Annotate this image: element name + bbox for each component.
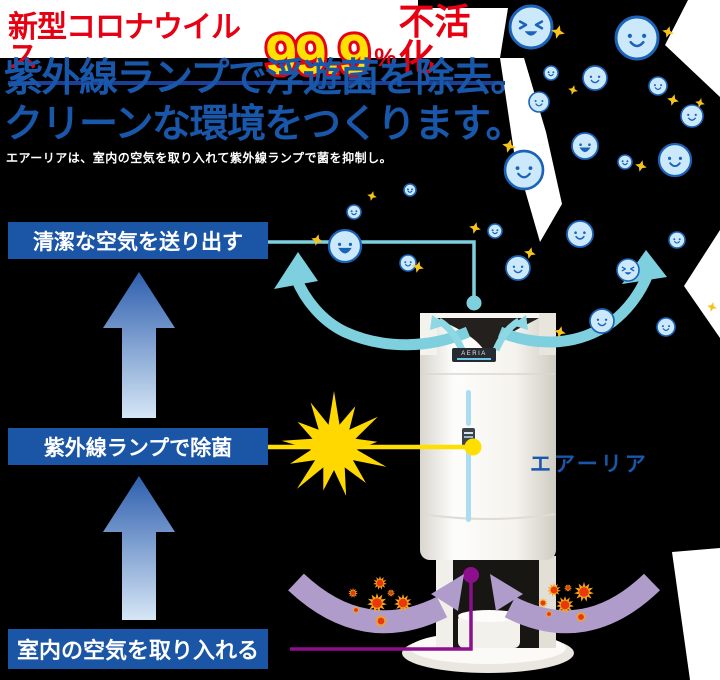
germ-bubble-icon (614, 15, 660, 61)
label-air-intake: 室内の空気を取り入れる (8, 629, 268, 669)
germ-bubble-icon (327, 228, 363, 264)
germ-bubble-icon (487, 223, 503, 239)
germ-bubble-icon (346, 204, 362, 220)
sparkle-icon (412, 261, 424, 273)
germ-bubble-icon (528, 91, 550, 113)
headline-percent-sign: % (374, 44, 397, 72)
label-clean-air-out-text: 清潔な空気を送り出す (33, 230, 243, 254)
virus-icon (575, 611, 587, 623)
sparkle-icon (662, 26, 674, 38)
outlet-mini-arrowhead (430, 315, 446, 330)
air-purifier (402, 313, 574, 673)
background-white-gap (500, 58, 562, 242)
virus-icon (547, 583, 561, 597)
purifier-pedestal (458, 614, 520, 648)
top-rim (437, 313, 539, 319)
sterilize-connector (266, 391, 482, 496)
sub-description: エアーリアは、室内の空気を取り入れて紫外線ランプで菌を抑制し。 (6, 151, 393, 165)
germ-bubble-icon (505, 255, 531, 281)
label-uv-sterilize-text: 紫外線ランプで除菌 (43, 436, 233, 460)
intake-air-arrows (288, 573, 661, 634)
germ-bubble-icon (656, 317, 676, 337)
sparkle-icon (367, 191, 377, 201)
germ-bubble-icon (566, 220, 594, 248)
flow-up-arrows (103, 272, 175, 620)
sparkle-icon (311, 234, 323, 246)
purifier-pedestal-top (458, 610, 520, 622)
up-arrow-icon (103, 272, 175, 418)
label-air-intake-text: 室内の空気を取り入れる (16, 638, 259, 663)
sparkle-icon (524, 247, 536, 259)
sparkle-icon (667, 94, 679, 106)
label-clean-air-out: 清潔な空気を送り出す (8, 222, 268, 259)
sparkle-icon (695, 98, 705, 108)
sparkles (311, 25, 717, 338)
germ-bubble-icon (648, 76, 668, 96)
product-logo-strip (457, 357, 491, 360)
sparkle-icon (707, 302, 717, 312)
panel-light (464, 436, 473, 438)
virus-icon (374, 614, 388, 628)
product-name: エアーリア (530, 453, 649, 476)
virus-icon (373, 576, 387, 590)
sparkle-icon (502, 139, 516, 153)
virus-icon (538, 598, 548, 608)
purifier-top-post-right (539, 313, 556, 355)
uv-lamp-strip (466, 448, 471, 522)
virus-icon (348, 588, 358, 598)
purifier-body (420, 316, 556, 560)
germ-bubbles (327, 4, 704, 337)
label-uv-sterilize: 紫外線ランプで除菌 (8, 428, 268, 465)
germ-bubble-icon (617, 154, 633, 170)
sparkle-icon (568, 85, 578, 95)
intake-arrowhead (431, 574, 464, 611)
virus-particles (348, 576, 594, 628)
germ-bubble-icon (589, 308, 615, 334)
germ-bubble-icon (508, 4, 554, 50)
virus-icon (394, 594, 412, 612)
virus-icon (564, 584, 572, 592)
sparkle-icon (554, 326, 566, 338)
panel-light (464, 432, 473, 434)
product-logo-plate: AERIA (452, 348, 496, 362)
sparkle-icon (469, 222, 481, 234)
virus-icon (367, 593, 387, 613)
main-headline: 紫外線ランプで浮遊菌を除去。 クリーンな環境をつくります。 (4, 56, 529, 148)
headline-inactivate-text: 不活化 (398, 1, 471, 78)
sparkle-icon (635, 160, 647, 172)
germ-bubble-icon (399, 254, 417, 272)
virus-icon (545, 610, 553, 618)
germ-bubble-icon (616, 258, 640, 282)
top-headline: 新型コロナウイルス 99.9 % 不活化 (8, 1, 505, 87)
intake-arrowhead (490, 574, 523, 611)
virus-icon (387, 589, 395, 597)
headline-virus-text: 新型コロナウイルス (8, 11, 241, 74)
sparkle-icon (551, 25, 565, 39)
product-logo-text: AERIA (461, 350, 487, 357)
germ-bubble-icon (680, 104, 704, 128)
outflow-arrowhead (274, 252, 318, 289)
germ-bubble-icon (503, 149, 545, 191)
uv-starburst-icon (281, 391, 387, 496)
virus-icon (556, 596, 574, 614)
outlet-mini-arrowhead (512, 315, 528, 330)
body-seam (420, 513, 556, 520)
main-headline-line2: クリーンな環境をつくります。 (4, 103, 525, 146)
uv-lamp-strip (466, 390, 471, 426)
up-arrow-icon (103, 476, 175, 620)
germ-bubble-icon (403, 183, 417, 197)
germ-bubble-icon (582, 65, 608, 91)
intake-connector (290, 567, 479, 651)
headline-percent-value: 99.9 (262, 22, 373, 87)
virus-icon (352, 606, 360, 614)
germ-bubble-icon (543, 65, 559, 81)
main-headline-line1: 紫外線ランプで浮遊菌を除去。 (4, 57, 529, 100)
germ-bubble-icon (668, 231, 686, 249)
germ-bubble-icon (571, 132, 599, 160)
germ-bubble-icon (657, 142, 693, 178)
virus-icon (574, 582, 594, 602)
